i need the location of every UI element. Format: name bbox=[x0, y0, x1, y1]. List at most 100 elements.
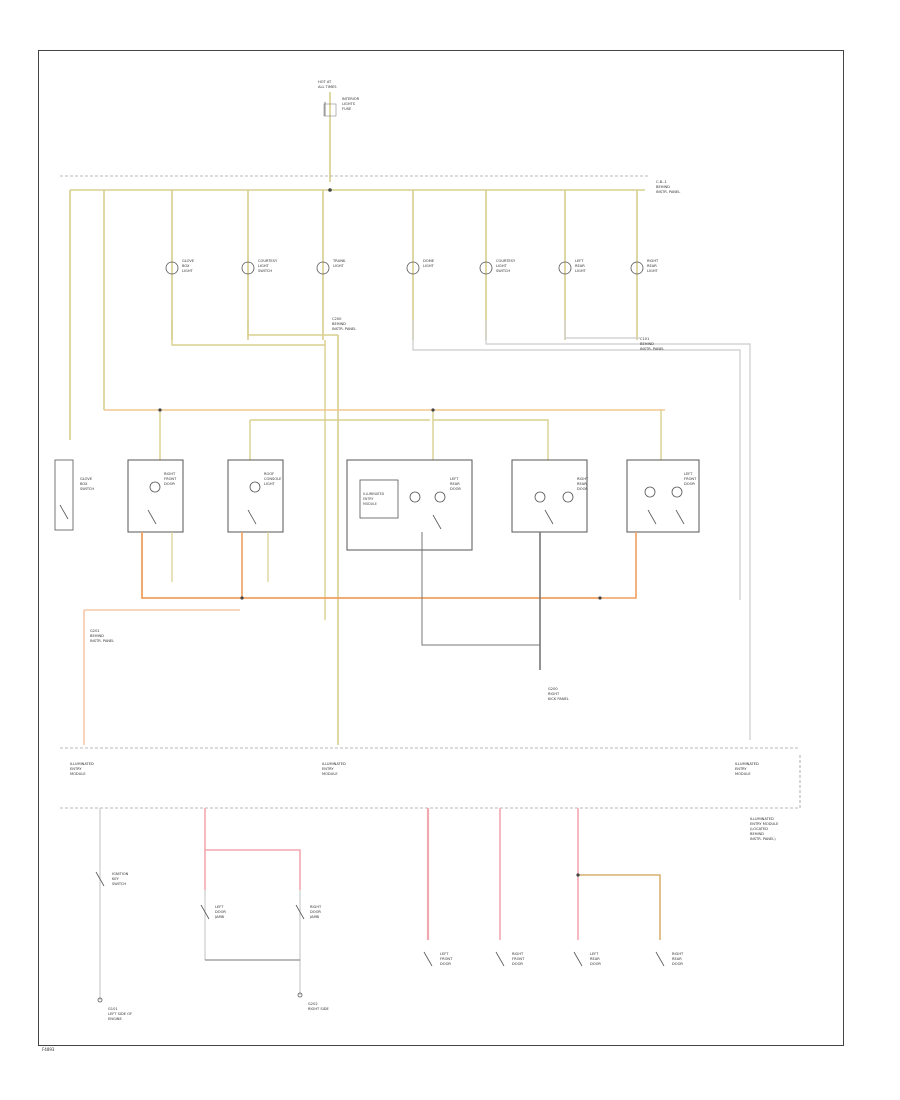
svg-text:RIGHT: RIGHT bbox=[672, 952, 684, 956]
svg-text:LIGHT: LIGHT bbox=[575, 269, 587, 273]
svg-text:RIGHT SIDE: RIGHT SIDE bbox=[308, 1007, 329, 1011]
svg-text:REAR: REAR bbox=[575, 264, 585, 268]
svg-text:SWITCH: SWITCH bbox=[112, 882, 126, 886]
svg-text:G200: G200 bbox=[548, 687, 558, 691]
svg-text:MODULE: MODULE bbox=[70, 772, 86, 776]
svg-text:LIGHT: LIGHT bbox=[333, 264, 345, 268]
door-modules bbox=[54, 459, 700, 551]
svg-text:BEHIND: BEHIND bbox=[90, 634, 104, 638]
main-trunk bbox=[324, 335, 339, 745]
svg-text:GLOVE: GLOVE bbox=[80, 477, 93, 481]
svg-text:REAR: REAR bbox=[450, 482, 460, 486]
diagram-frame bbox=[38, 50, 844, 1046]
svg-text:GLOVE: GLOVE bbox=[182, 259, 195, 263]
svg-text:LEFT: LEFT bbox=[450, 477, 459, 481]
bottom-wiring bbox=[99, 808, 661, 1000]
lamp-feeds bbox=[69, 190, 638, 440]
connector-bar: ILLUMINATED ENTRY MODULE ILLUMINATED ENT… bbox=[60, 747, 801, 841]
svg-text:LEFT: LEFT bbox=[684, 472, 693, 476]
svg-text:RIGHT: RIGHT bbox=[310, 905, 322, 909]
svg-text:TRUNK: TRUNK bbox=[332, 259, 346, 263]
svg-text:DOOR: DOOR bbox=[164, 482, 175, 486]
svg-text:LEFT SIDE OF: LEFT SIDE OF bbox=[108, 1012, 132, 1016]
svg-text:LEFT: LEFT bbox=[440, 952, 449, 956]
svg-text:BEHIND: BEHIND bbox=[656, 185, 670, 189]
svg-text:LIGHT: LIGHT bbox=[496, 264, 508, 268]
svg-text:ILLUMINATED: ILLUMINATED bbox=[750, 817, 774, 821]
svg-text:BOX: BOX bbox=[80, 482, 88, 486]
svg-text:ROOF: ROOF bbox=[264, 472, 274, 476]
svg-text:FRONT: FRONT bbox=[684, 477, 697, 481]
svg-text:RIGHT: RIGHT bbox=[548, 692, 560, 696]
svg-text:LIGHT: LIGHT bbox=[647, 269, 659, 273]
svg-text:RIGHT: RIGHT bbox=[164, 472, 176, 476]
bottom-switch-symbols bbox=[95, 871, 665, 1003]
svg-text:RIGHT: RIGHT bbox=[577, 477, 589, 481]
svg-text:BEHIND: BEHIND bbox=[332, 322, 346, 326]
svg-text:HOT AT: HOT AT bbox=[318, 80, 332, 84]
svg-text:ENTRY: ENTRY bbox=[70, 767, 82, 771]
svg-text:INSTR. PANEL): INSTR. PANEL) bbox=[750, 837, 776, 841]
svg-text:SWITCH: SWITCH bbox=[496, 269, 510, 273]
svg-text:INSTR. PANEL: INSTR. PANEL bbox=[90, 639, 114, 643]
svg-text:DOOR: DOOR bbox=[590, 962, 601, 966]
svg-text:LIGHT: LIGHT bbox=[264, 482, 276, 486]
svg-text:DOOR: DOOR bbox=[310, 910, 321, 914]
svg-text:G101: G101 bbox=[108, 1007, 118, 1011]
svg-text:REAR: REAR bbox=[577, 482, 587, 486]
svg-text:LIGHT: LIGHT bbox=[182, 269, 194, 273]
svg-text:FUSE: FUSE bbox=[342, 107, 352, 111]
svg-text:LEFT: LEFT bbox=[575, 259, 584, 263]
svg-text:DOOR: DOOR bbox=[450, 487, 461, 491]
svg-text:C101: C101 bbox=[640, 337, 649, 341]
svg-text:INSTR. PANEL: INSTR. PANEL bbox=[656, 190, 680, 194]
svg-text:C.B.-1: C.B.-1 bbox=[656, 180, 667, 184]
top-bus: C.B.-1 BEHIND INSTR. PANEL bbox=[60, 175, 680, 194]
svg-text:INSTR. PANEL: INSTR. PANEL bbox=[640, 347, 664, 351]
svg-text:ILLUMINATED: ILLUMINATED bbox=[735, 762, 759, 766]
svg-text:DOOR: DOOR bbox=[440, 962, 451, 966]
svg-text:BEHIND: BEHIND bbox=[750, 832, 764, 836]
svg-text:LIGHT: LIGHT bbox=[423, 264, 435, 268]
svg-text:ENTRY MODULE: ENTRY MODULE bbox=[750, 822, 779, 826]
svg-text:LIGHT: LIGHT bbox=[258, 264, 270, 268]
svg-text:DOOR: DOOR bbox=[215, 910, 226, 914]
svg-text:G201: G201 bbox=[90, 629, 100, 633]
svg-text:IGNITION: IGNITION bbox=[112, 872, 129, 876]
svg-text:MODULE: MODULE bbox=[363, 502, 377, 506]
svg-text:JAMB: JAMB bbox=[214, 915, 225, 919]
svg-text:DOOR: DOOR bbox=[684, 482, 695, 486]
middle-bus bbox=[104, 408, 665, 460]
svg-text:MODULE: MODULE bbox=[322, 772, 338, 776]
top-feed: HOT AT ALL TIMES INTERIOR LIGHTS FUSE bbox=[318, 80, 360, 182]
svg-text:REAR: REAR bbox=[647, 264, 657, 268]
svg-text:REAR: REAR bbox=[672, 957, 682, 961]
svg-text:DOOR: DOOR bbox=[672, 962, 683, 966]
lamp-labels: GLOVE BOX LIGHT COURTESY LIGHT SWITCH TR… bbox=[182, 259, 659, 273]
svg-text:DOOR: DOOR bbox=[512, 962, 523, 966]
figure-code: F4893 bbox=[42, 1047, 55, 1052]
svg-text:COURTESY: COURTESY bbox=[258, 259, 278, 263]
svg-text:LIGHTS: LIGHTS bbox=[342, 102, 356, 106]
lamp-symbols bbox=[165, 261, 644, 275]
svg-text:ENGINE: ENGINE bbox=[108, 1017, 122, 1021]
svg-text:MODULE: MODULE bbox=[735, 772, 751, 776]
bottom-switch-labels: IGNITION KEY SWITCH LEFT DOOR JAMB RIGHT… bbox=[108, 872, 684, 1021]
svg-text:REAR: REAR bbox=[590, 957, 600, 961]
svg-text:BEHIND: BEHIND bbox=[640, 342, 654, 346]
svg-text:RIGHT: RIGHT bbox=[647, 259, 659, 263]
svg-text:ENTRY: ENTRY bbox=[735, 767, 747, 771]
svg-text:JAMB: JAMB bbox=[309, 915, 320, 919]
module-outputs: G201 BEHIND INSTR. PANEL G200 RIGHT KICK… bbox=[83, 532, 637, 745]
svg-text:LEFT: LEFT bbox=[590, 952, 599, 956]
svg-text:BOX: BOX bbox=[182, 264, 190, 268]
svg-text:ILLUMINATED: ILLUMINATED bbox=[363, 492, 385, 496]
svg-text:SWITCH: SWITCH bbox=[258, 269, 272, 273]
svg-text:DOOR: DOOR bbox=[577, 487, 588, 491]
module-labels: GLOVE BOX SWITCH RIGHT FRONT DOOR ROOF C… bbox=[80, 472, 697, 506]
svg-text:FRONT: FRONT bbox=[512, 957, 525, 961]
svg-text:(LOCATED: (LOCATED bbox=[750, 827, 768, 831]
svg-text:RIGHT: RIGHT bbox=[512, 952, 524, 956]
svg-text:ILLUMINATED: ILLUMINATED bbox=[70, 762, 94, 766]
